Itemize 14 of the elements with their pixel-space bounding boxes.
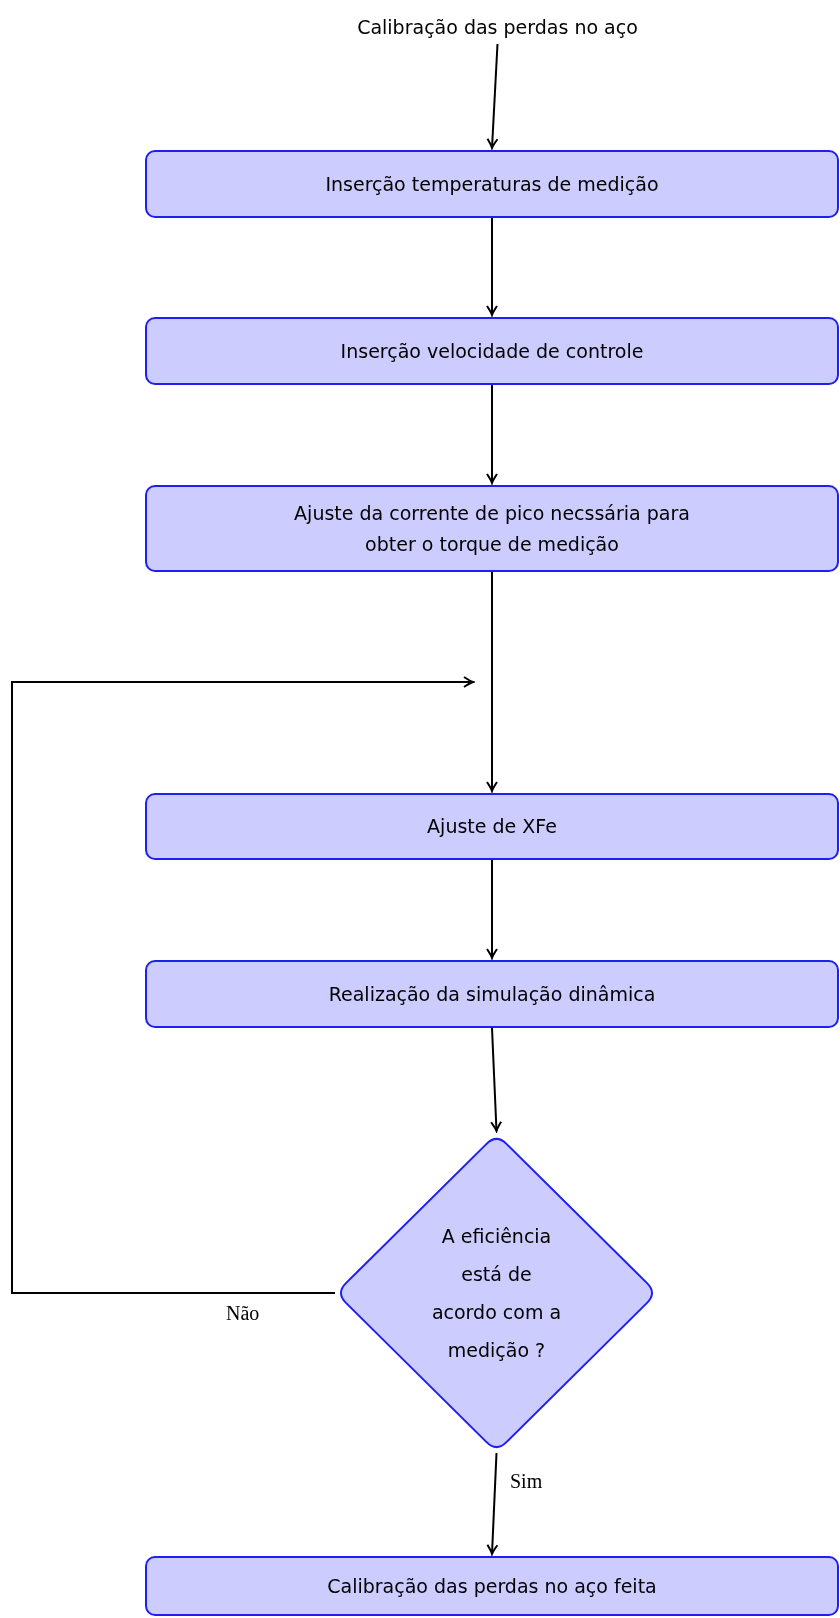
process-box bbox=[145, 150, 839, 218]
process-label: Realização da simulação dinâmica bbox=[328, 981, 656, 1007]
process-label: Inserção velocidade de controle bbox=[340, 338, 644, 364]
start-label: Calibração das perdas no aço bbox=[357, 14, 638, 40]
process-label: Ajuste da corrente de pico necssária para obter o torque de medição bbox=[293, 501, 691, 557]
process-box bbox=[145, 793, 839, 860]
process-box bbox=[145, 960, 839, 1028]
decision-label: A eficiência está de acordo com a medição ? bbox=[430, 1224, 563, 1363]
process-box bbox=[145, 1556, 839, 1616]
process-box bbox=[145, 317, 839, 385]
process-label: Inserção temperaturas de medição bbox=[325, 171, 659, 197]
process-label: Calibração das perdas no aço feita bbox=[327, 1573, 657, 1599]
process-label: Ajuste de XFe bbox=[427, 814, 557, 840]
process-box bbox=[145, 485, 839, 572]
